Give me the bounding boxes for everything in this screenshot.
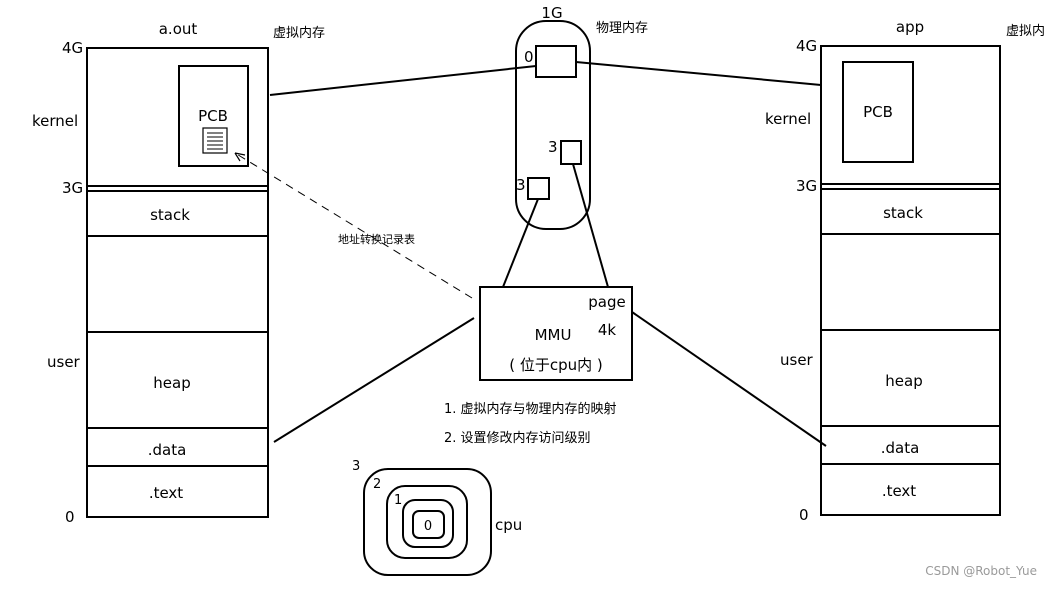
left-user-label: user [47,353,81,371]
right-title: app [896,18,924,36]
right-heap-label: heap [885,372,922,390]
cpu-privilege-rings: 3 2 1 0 cpu [352,459,522,576]
ring-1 [402,499,454,548]
mmu-to-left-data-line [273,317,475,443]
ring-2-label: 2 [373,477,381,492]
physical-block-3b-label: 3 [516,176,526,194]
physical-block-0 [535,45,577,78]
right-space-frame [820,45,1001,516]
physical-size-label: 1G [541,4,562,22]
mmu-page-size: 4k [598,321,617,339]
left-virtual-space: a.out 虚拟内存 4G 3G 0 kernel user PCB stack… [32,20,325,526]
ring-2 [386,485,468,559]
left-text-label: .text [149,484,183,502]
mmu-to-block-3a-line [572,163,609,288]
left-space-frame [86,47,269,518]
right-kernel-label: kernel [765,110,811,128]
document-icon [202,127,228,154]
right-pcb-label: PCB [863,103,893,121]
physical-block-3a [560,140,582,165]
left-kernel-label: kernel [32,112,78,130]
right-virtual-memory-tag: 虚拟内 [1006,23,1045,39]
left-addr-0: 0 [65,508,75,526]
right-user-label: user [780,351,814,369]
arrow-head-icon [234,152,246,162]
left-virtual-memory-tag: 虚拟内存 [273,25,325,41]
page-table-label: 地址转换记录表 [338,232,415,246]
right-virtual-space: app 虚拟内 4G 3G 0 kernel user PCB stack he… [765,18,1045,524]
mmu-note-1: 1. 虚拟内存与物理内存的映射 [444,401,617,417]
left-heap-label: heap [153,374,190,392]
cpu-label: cpu [495,516,522,534]
physical-memory-tag: 物理内存 [596,20,648,36]
ring-3 [363,468,492,576]
left-pcb-label: PCB [198,107,228,125]
physical-memory-capsule [515,20,591,230]
physical-block-3a-label: 3 [548,138,558,156]
left-pcb-box [178,65,249,167]
physical-block-0-label: 0 [524,48,534,66]
right-addr-0: 0 [799,506,809,524]
right-pcb-box [842,61,914,163]
mmu-page-label: page [588,293,625,311]
right-addr-4g: 4G [796,37,817,55]
left-addr-3g: 3G [62,179,83,197]
physical-to-right-kernel-line [575,61,822,86]
mmu-unit: MMU page 4k ( 位于cpu内 ) 1. 虚拟内存与物理内存的映射 2… [444,286,633,446]
mapping-connectors: 地址转换记录表 [234,61,827,447]
right-stack-label: stack [883,204,923,222]
mmu-title: MMU [535,326,572,344]
ring-1-label: 1 [394,493,402,508]
right-text-label: .text [882,482,916,500]
left-stack-label: stack [150,206,190,224]
watermark: CSDN @Robot_Yue [925,564,1037,578]
left-kernel-to-physical-line [269,65,537,96]
physical-memory: 1G 物理内存 0 3 3 [515,4,648,230]
right-addr-3g: 3G [796,177,817,195]
page-table-dashed-arrow [234,152,473,299]
mmu-box [479,286,633,381]
left-data-label: .data [148,441,187,459]
right-data-label: .data [881,439,920,457]
mmu-to-right-data-line [631,311,827,447]
ring-3-label: 3 [352,459,360,474]
physical-block-3b [527,177,550,200]
ring-0 [412,510,445,539]
mmu-location: ( 位于cpu内 ) [509,356,603,374]
mmu-note-2: 2. 设置修改内存访问级别 [444,430,591,446]
ring-0-label: 0 [424,519,432,534]
mmu-to-block-3b-line [502,198,539,288]
left-addr-4g: 4G [62,39,83,57]
left-title: a.out [159,20,198,38]
